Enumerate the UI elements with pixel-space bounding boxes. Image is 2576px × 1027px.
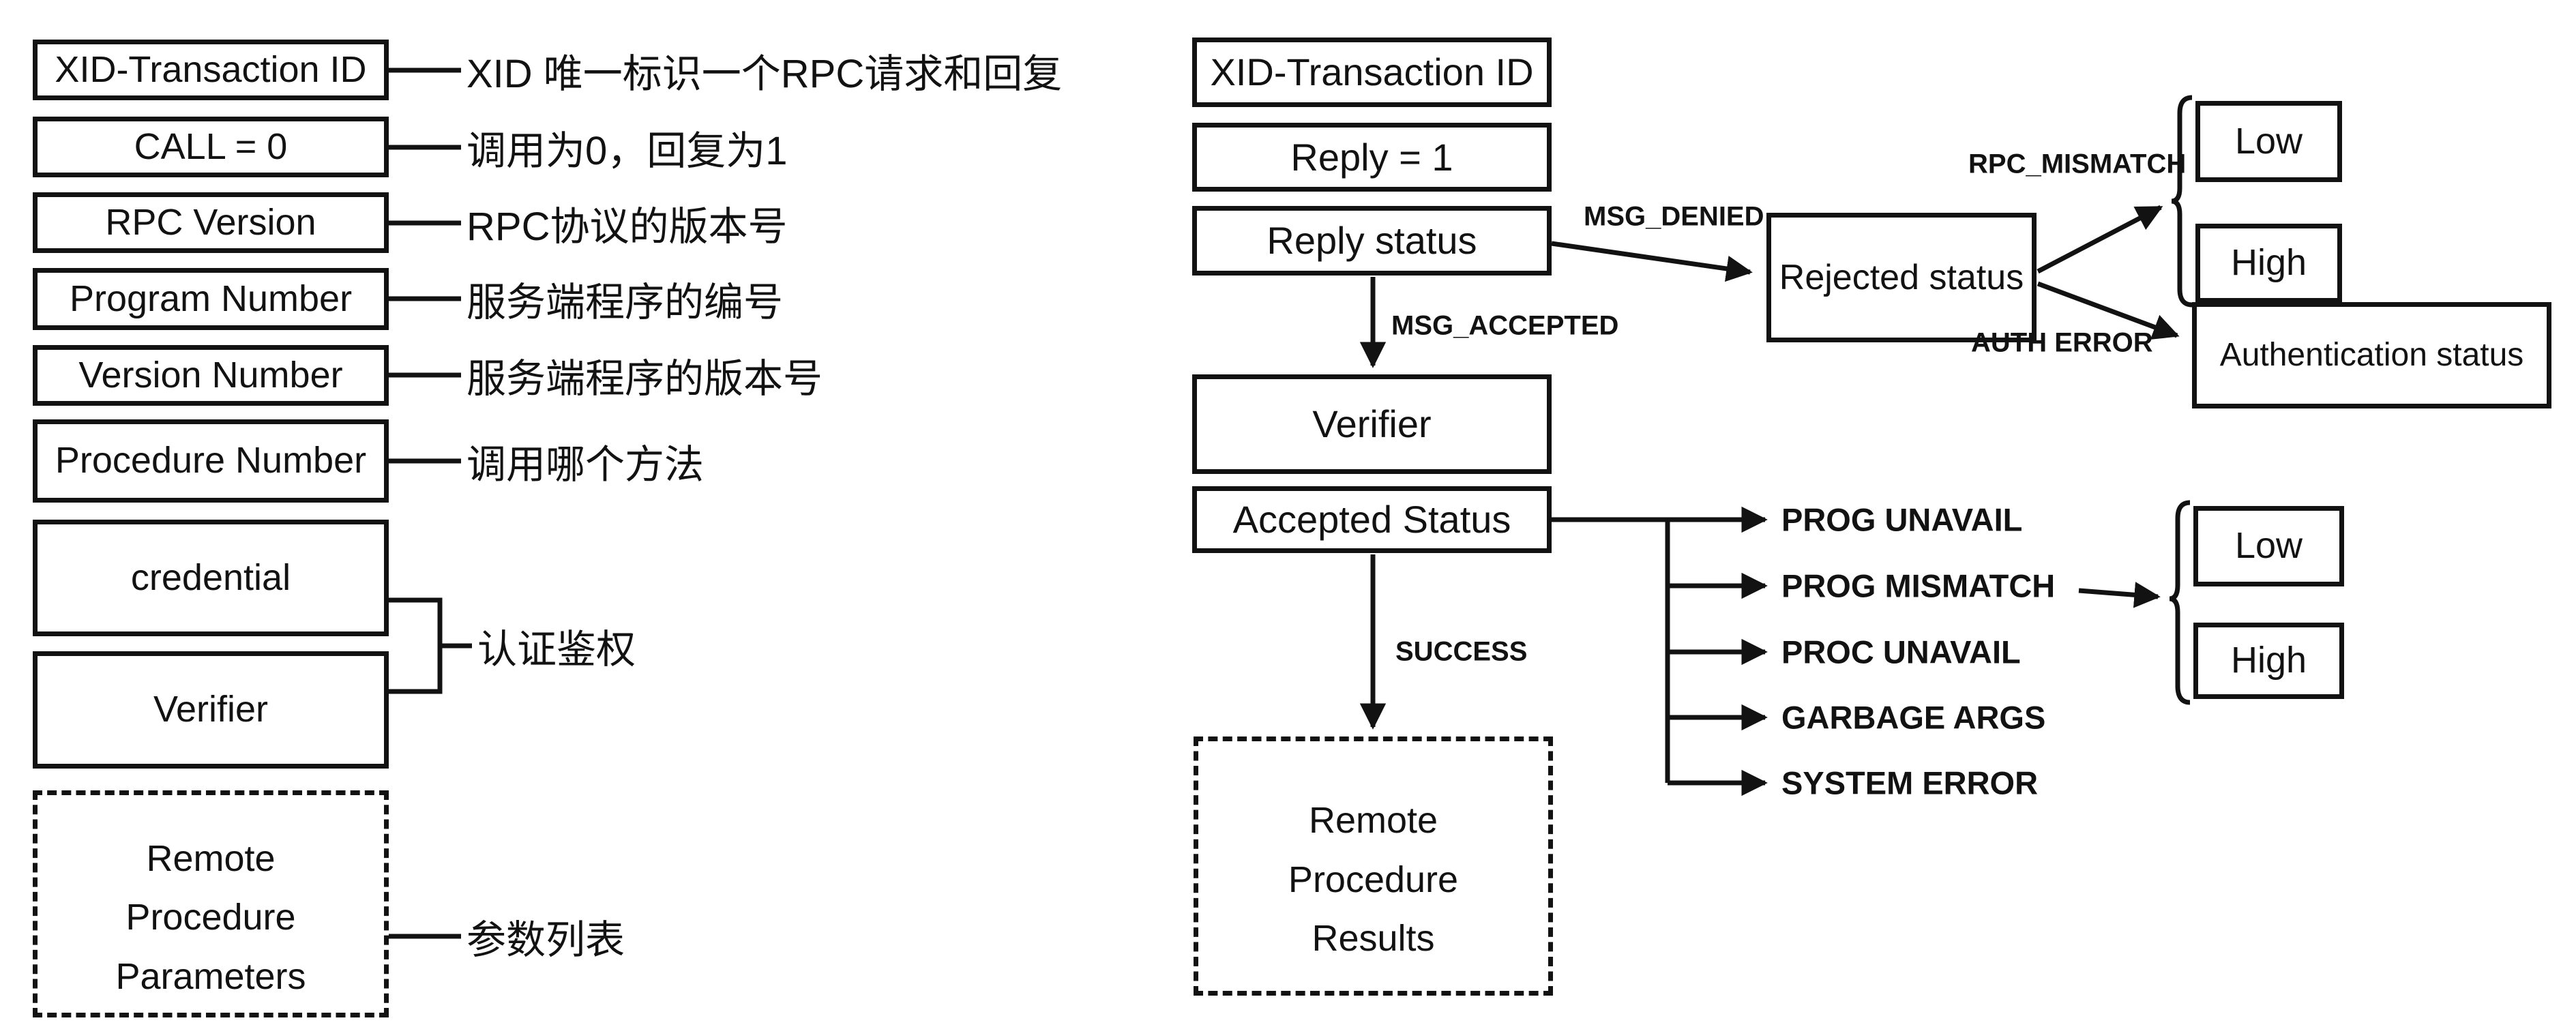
outcome-prog-unavail: PROG UNAVAIL (1781, 501, 2023, 538)
auth-status-box: Authentication status (2192, 302, 2551, 408)
call-field-xid: XID-Transaction ID (33, 40, 389, 100)
reply-field-xid: XID-Transaction ID (1192, 38, 1552, 107)
arrow-auth-error (2037, 281, 2180, 340)
rejected-low-box: Low (2195, 101, 2342, 182)
outcome-system-error: SYSTEM ERROR (1781, 764, 2039, 801)
auth-group-bracket (389, 597, 443, 694)
arrow-mismatch-range (2078, 582, 2161, 608)
call-field-parameters: Remote Procedure Parameters (33, 790, 389, 1017)
rejected-status-box: Rejected status (1766, 213, 2037, 342)
edge-label-msg-denied: MSG_DENIED (1584, 201, 1764, 232)
outcome-proc-unavail: PROC UNAVAIL (1781, 634, 2021, 670)
mismatch-low-box: Low (2193, 506, 2344, 586)
reply-field-verifier: Verifier (1192, 374, 1552, 474)
outcome-garbage-args: GARBAGE ARGS (1781, 699, 2046, 736)
edge-label-success: SUCCESS (1395, 636, 1528, 667)
call-field-verifier: Verifier (33, 651, 389, 769)
call-field-rpc-version: RPC Version (33, 192, 389, 253)
brace-mismatch-low-high (2169, 500, 2191, 705)
call-field-program-number: Program Number (33, 268, 389, 330)
arrow-rpc-mismatch (2037, 205, 2163, 274)
brace-rejected-low-high (2171, 95, 2193, 308)
arrow-msg-denied (1551, 241, 1753, 282)
reply-field-reply-status: Reply status (1192, 206, 1552, 276)
call-field-version-number: Version Number (33, 345, 389, 406)
annotation-rpc-version: RPC协议的版本号 (467, 205, 788, 249)
reply-field-reply: Reply = 1 (1192, 123, 1552, 192)
edge-label-rpc-mismatch: RPC_MISMATCH (1968, 149, 2187, 179)
edge-label-msg-accepted: MSG_ACCEPTED (1391, 310, 1619, 341)
call-field-procedure-number: Procedure Number (33, 419, 389, 503)
edge-label-auth-error: AUTH ERROR (1971, 327, 2153, 358)
mismatch-high-box: High (2193, 623, 2344, 699)
annotation-xid: XID 唯一标识一个RPC请求和回复 (467, 52, 1063, 96)
rejected-high-box: High (2195, 224, 2342, 303)
annotation-call: 调用为0，回复为1 (467, 129, 788, 173)
call-field-credential: credential (33, 520, 389, 636)
reply-field-results: Remote Procedure Results (1194, 736, 1553, 996)
annotation-procedure-number: 调用哪个方法 (467, 443, 705, 487)
call-field-call: CALL = 0 (33, 117, 389, 177)
annotation-version-number: 服务端程序的版本号 (467, 357, 823, 401)
annotation-auth-group: 认证鉴权 (477, 627, 636, 672)
annotation-program-number: 服务端程序的编号 (467, 280, 784, 325)
outcome-prog-mismatch: PROG MISMATCH (1781, 567, 2056, 604)
reply-field-accepted-status: Accepted Status (1192, 486, 1552, 553)
annotation-parameters: 参数列表 (467, 918, 625, 962)
